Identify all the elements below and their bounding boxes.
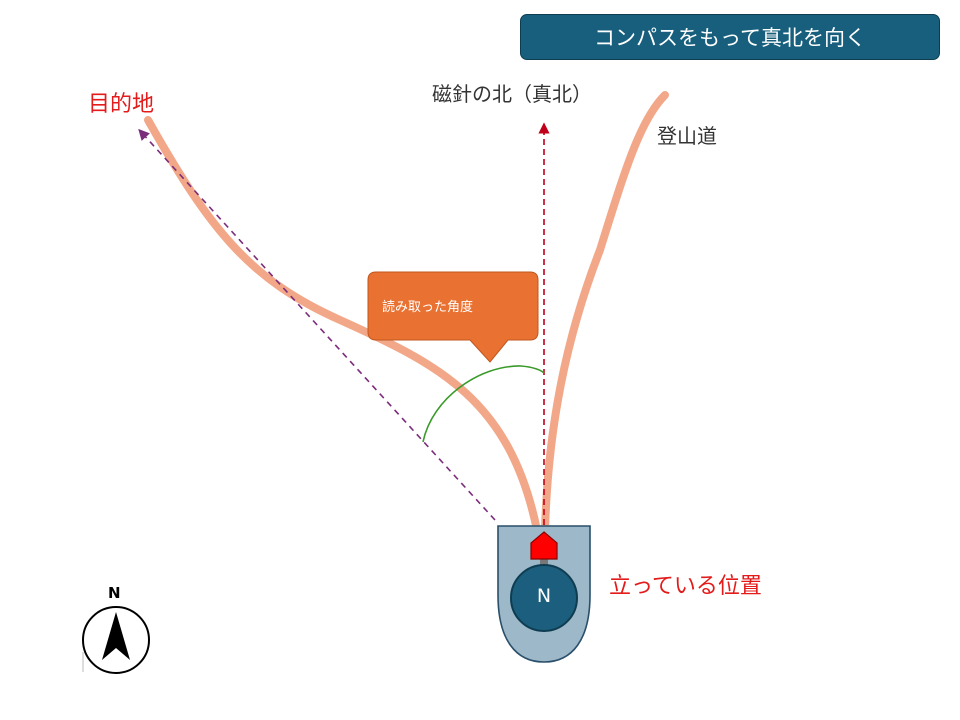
standing-position-label: 立っている位置: [609, 574, 762, 599]
compass-dial: [510, 564, 578, 632]
mountain-trail: [541, 91, 669, 534]
magnetic-north-label: 磁針の北（真北）: [432, 82, 592, 106]
destination-label: 目的地: [88, 92, 155, 117]
north-arrow-icon: [82, 606, 150, 674]
trail-to-destination: [144, 116, 541, 534]
compass-icon: [497, 525, 591, 663]
trail-label: 登山道: [657, 124, 717, 148]
page-title: コンパスをもって真北を向く: [520, 14, 940, 60]
compass-n-label: N: [536, 585, 552, 607]
angle-arc: [422, 365, 545, 443]
north-indicator-label: N: [108, 584, 121, 602]
angle-callout-text: 読み取った角度: [382, 300, 474, 315]
angle-callout: [367, 271, 539, 363]
compass-needle: [530, 531, 558, 560]
